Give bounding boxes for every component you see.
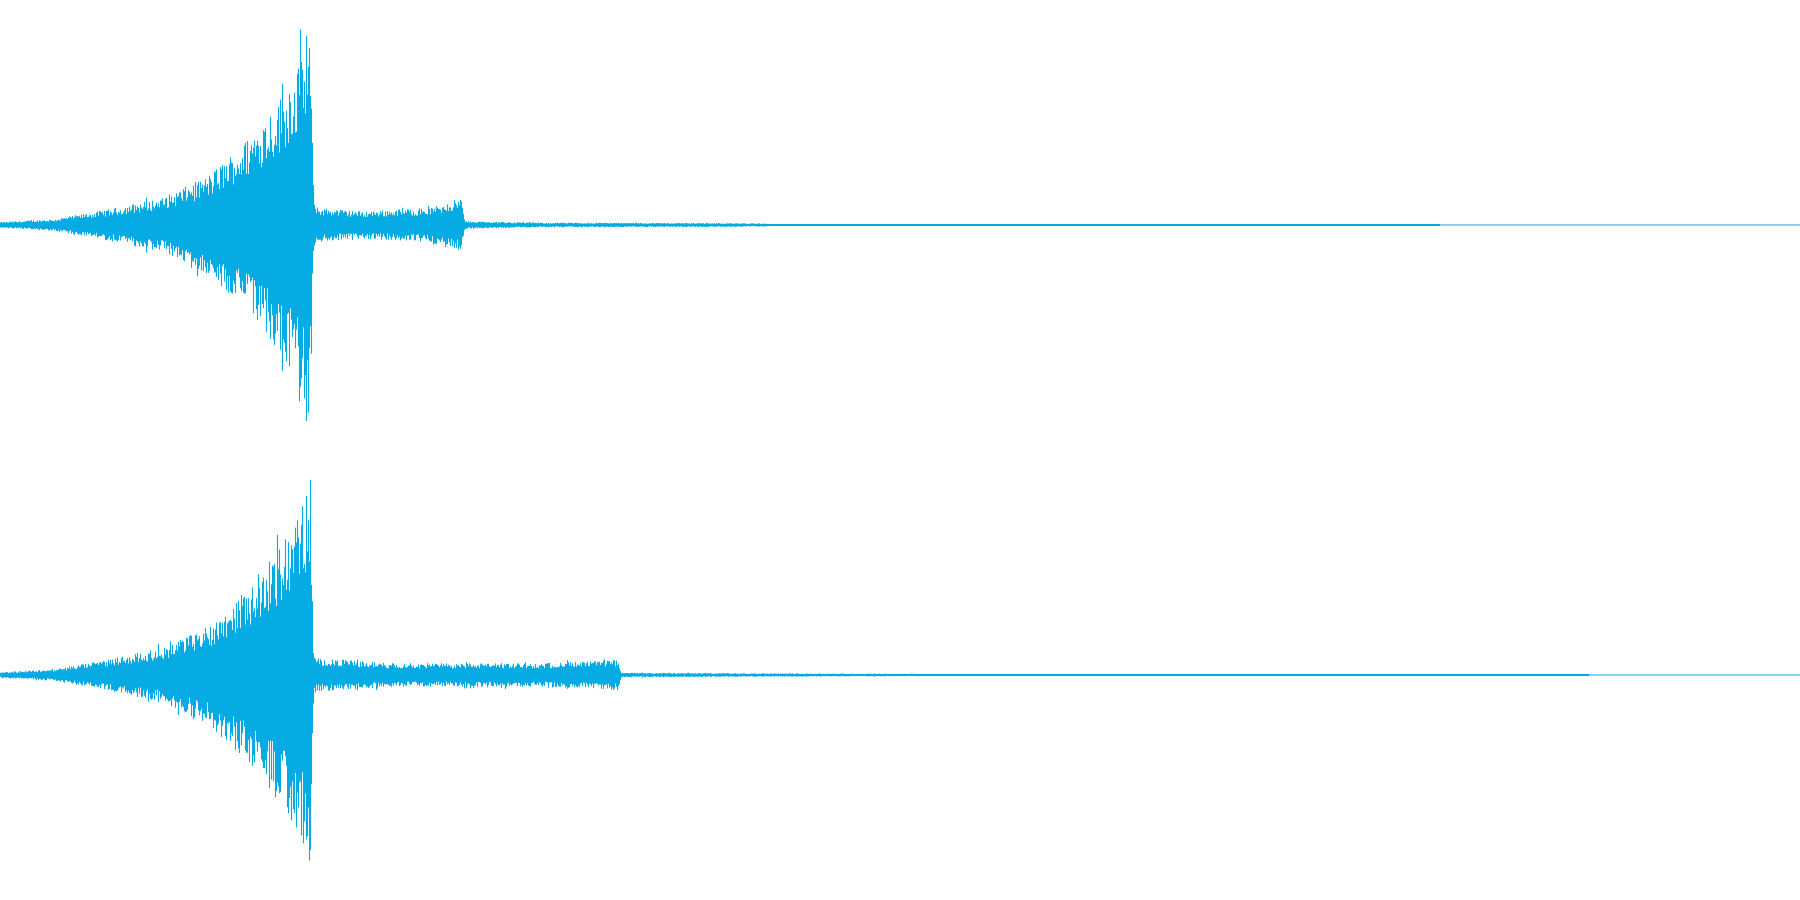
waveform-samples <box>0 479 1590 861</box>
waveform-channel-right <box>0 479 1800 861</box>
waveform-samples <box>0 29 1441 421</box>
waveform-channel-left <box>0 29 1800 421</box>
